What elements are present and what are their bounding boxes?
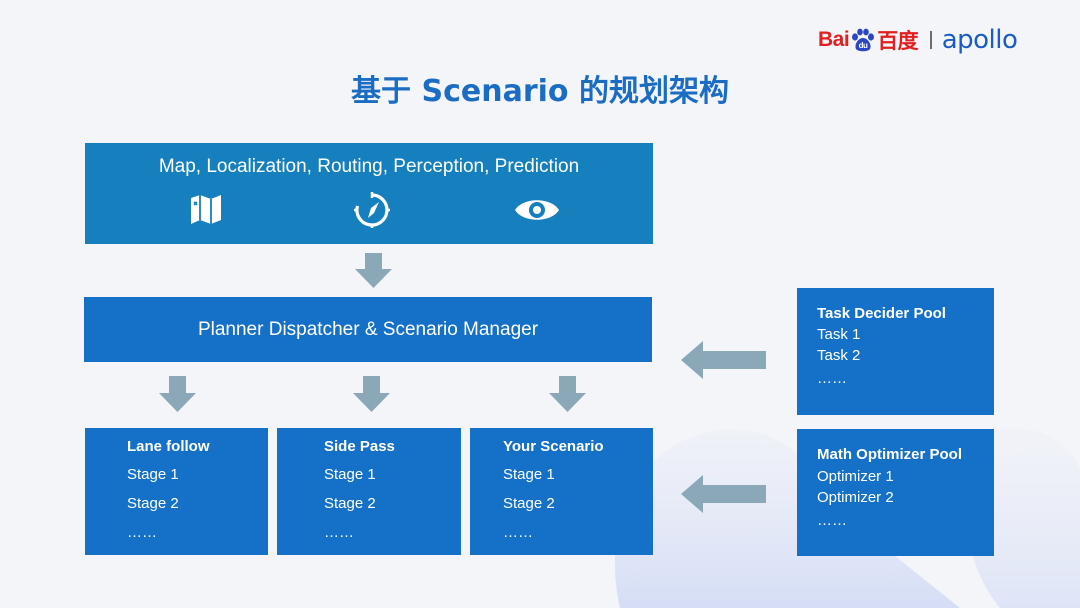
scenario-stage: Stage 1 xyxy=(127,466,179,483)
pool-item: Optimizer 1 xyxy=(817,468,894,485)
scenario-stage-ellipsis: …… xyxy=(324,524,354,541)
map-icon xyxy=(191,195,221,224)
pool-item: Optimizer 2 xyxy=(817,489,894,506)
arrow-down-to-scenario-3 xyxy=(549,376,586,412)
scenario-stage: Stage 1 xyxy=(503,466,555,483)
pool-item: Task 2 xyxy=(817,347,861,364)
pool-name: Task Decider Pool xyxy=(817,305,946,322)
scenario-stage: Stage 2 xyxy=(503,495,555,512)
scenario-box-your-scenario: Your Scenario Stage 1 Stage 2 …… xyxy=(470,428,653,555)
scenario-stage: Stage 2 xyxy=(127,495,179,512)
arrow-left-from-optimizer-pool xyxy=(681,475,766,513)
baidu-du-text: du xyxy=(859,41,868,50)
planner-dispatcher-label: Planner Dispatcher & Scenario Manager xyxy=(197,318,539,340)
scenario-name: Your Scenario xyxy=(503,438,604,455)
logo-separator xyxy=(930,31,932,49)
scenario-stage-ellipsis: …… xyxy=(127,524,157,541)
brand-logo: Bai du 百度 apollo xyxy=(818,20,1018,60)
planner-dispatcher-box: Planner Dispatcher & Scenario Manager xyxy=(84,297,652,362)
page-title: 基于 Scenario 的规划架构 xyxy=(351,74,729,109)
arrow-down-to-scenario-2 xyxy=(353,376,390,412)
task-decider-pool-box: Task Decider Pool Task 1 Task 2 …… xyxy=(797,288,994,415)
math-optimizer-pool-box: Math Optimizer Pool Optimizer 1 Optimize… xyxy=(797,429,994,556)
input-modules-box: Map, Localization, Routing, Perception, … xyxy=(85,143,653,244)
baidu-logo: Bai du 百度 xyxy=(818,25,919,55)
scenario-box-side-pass: Side Pass Stage 1 Stage 2 …… xyxy=(277,428,461,555)
scenario-stage: Stage 2 xyxy=(324,495,376,512)
pool-item-ellipsis: …… xyxy=(817,370,847,387)
input-modules-heading: Map, Localization, Routing, Perception, … xyxy=(158,156,580,177)
pool-name: Math Optimizer Pool xyxy=(817,446,963,463)
arrow-down-to-dispatcher xyxy=(355,253,392,288)
arrow-down-to-scenario-1 xyxy=(159,376,196,412)
scenario-name: Side Pass xyxy=(324,438,395,455)
scenario-box-lane-follow: Lane follow Stage 1 Stage 2 …… xyxy=(85,428,268,555)
pool-item-ellipsis: …… xyxy=(817,512,847,529)
arrow-left-from-task-pool xyxy=(681,341,766,379)
pool-item: Task 1 xyxy=(817,326,861,343)
apollo-logo: apollo xyxy=(941,25,1018,55)
compass-icon xyxy=(354,192,390,228)
baidu-logo-text-cn: 百度 xyxy=(877,29,919,53)
eye-icon xyxy=(515,200,559,220)
scenario-name: Lane follow xyxy=(127,438,210,455)
baidu-paw-icon: du xyxy=(852,28,875,52)
scenario-stage-ellipsis: …… xyxy=(503,524,533,541)
baidu-logo-text-bai: Bai xyxy=(818,28,850,51)
scenario-stage: Stage 1 xyxy=(324,466,376,483)
